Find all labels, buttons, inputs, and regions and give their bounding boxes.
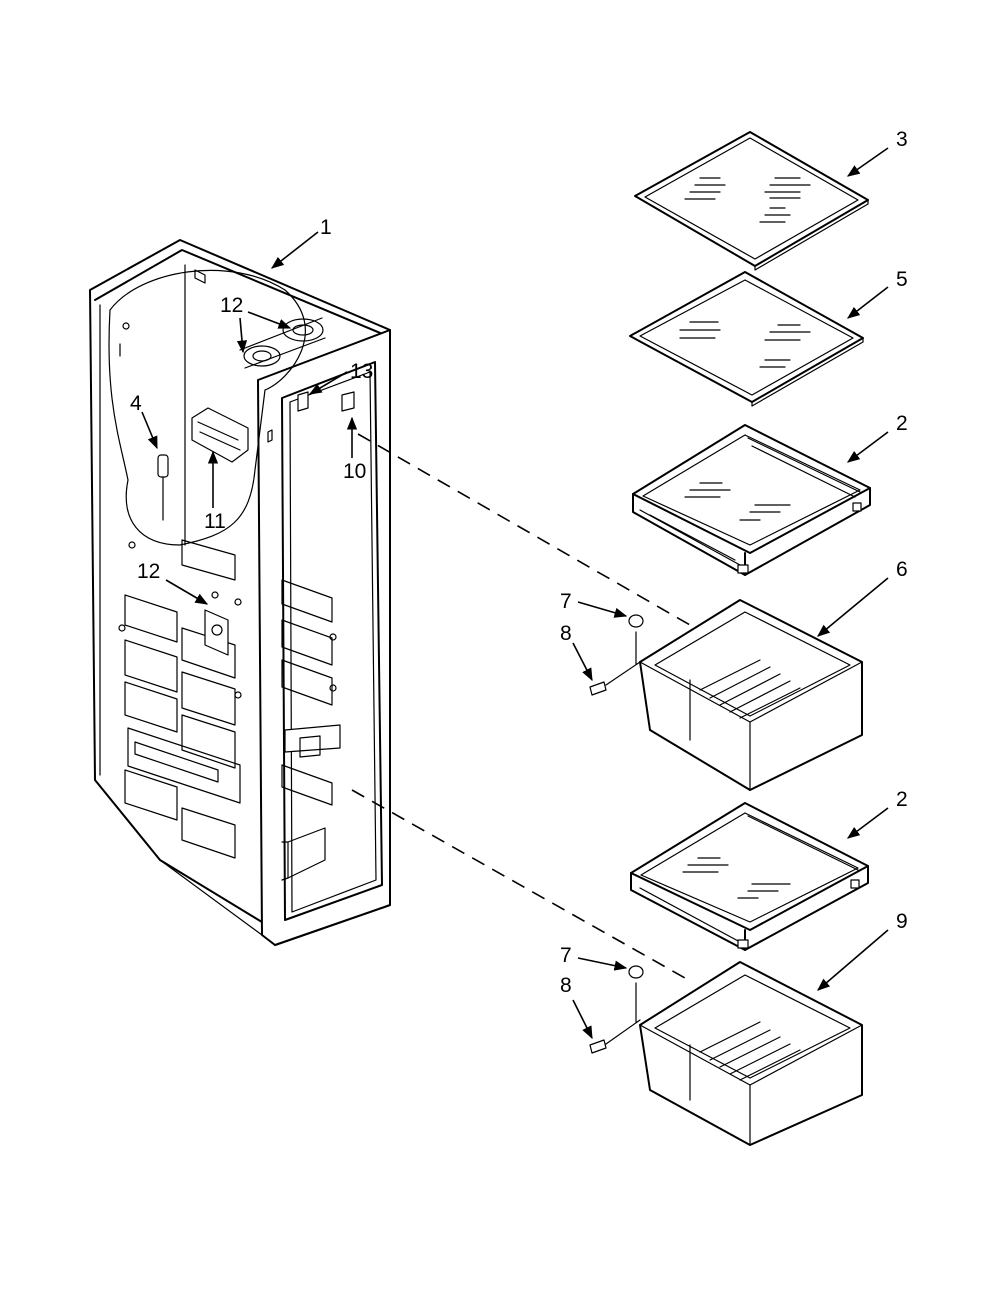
assembly-line-lower: [351, 789, 686, 979]
callout-11: 11: [204, 510, 226, 533]
crisper-cover-part-2-upper: [632, 424, 871, 576]
callout-8-upper: 8: [560, 622, 572, 645]
callout-5: 5: [896, 268, 908, 291]
callout-7-lower: 7: [560, 944, 572, 967]
glass-shelf-part-3: [634, 131, 869, 271]
shelf-supports: [297, 391, 355, 412]
callout-labels: 1 3 5 2 6 2 9 7 8 7 8 4 11 10 13 12 12: [130, 128, 908, 997]
glass-shelf-part-5: [629, 271, 864, 407]
callout-6: 6: [896, 558, 908, 581]
callout-13: 13: [350, 360, 373, 383]
callout-12-lower: 12: [137, 560, 160, 583]
light-housing: [191, 407, 249, 463]
damper-lower: [204, 591, 229, 656]
callout-7-upper: 7: [560, 590, 572, 613]
leader-arrows: [141, 147, 889, 1040]
liner-embossed-panels: [124, 539, 341, 859]
callout-1: 1: [320, 216, 332, 239]
assembly-line-upper: [357, 433, 691, 626]
crisper-drawer-part-9: [589, 961, 863, 1146]
vent-upper: [239, 317, 326, 369]
callout-2-upper: 2: [896, 412, 908, 435]
crisper-drawer-part-6: [589, 599, 863, 791]
callout-3: 3: [896, 128, 908, 151]
liner-part-1: [89, 239, 391, 946]
sensor: [157, 454, 169, 521]
callout-12-upper: 12: [220, 294, 243, 317]
callout-10: 10: [343, 460, 366, 483]
callout-9: 9: [896, 910, 908, 933]
callout-2-lower: 2: [896, 788, 908, 811]
crisper-cover-part-2-lower: [630, 802, 869, 951]
callout-4: 4: [130, 392, 142, 415]
callout-8-lower: 8: [560, 974, 572, 997]
